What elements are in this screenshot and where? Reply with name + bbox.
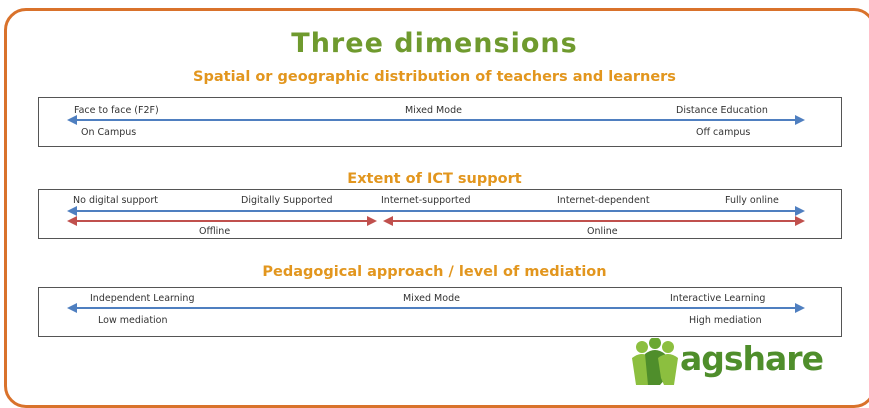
label-on-campus: On Campus bbox=[81, 127, 137, 138]
label-mixed-mode: Mixed Mode bbox=[405, 105, 462, 116]
people-group-logo-icon bbox=[632, 338, 678, 385]
label-independent-learning: Independent Learning bbox=[90, 293, 195, 304]
label-fully-online: Fully online bbox=[725, 195, 779, 206]
label-interactive-learning: Interactive Learning bbox=[670, 293, 766, 304]
label-offline: Offline bbox=[199, 226, 231, 237]
label-mixed-mode-pedagogy: Mixed Mode bbox=[403, 293, 460, 304]
section-heading-ict: Extent of ICT support bbox=[347, 171, 522, 187]
ict-offline-arrow bbox=[67, 216, 377, 226]
section-heading-spatial: Spatial or geographic distribution of te… bbox=[193, 69, 676, 85]
logo-wordmark: agshare bbox=[680, 339, 824, 378]
ict-online-arrow bbox=[383, 216, 805, 226]
pedagogical-panel: Independent Learning Mixed Mode Interact… bbox=[38, 287, 842, 337]
section-heading-pedagogical: Pedagogical approach / level of mediatio… bbox=[262, 264, 607, 280]
label-no-digital-support: No digital support bbox=[73, 195, 158, 206]
label-high-mediation: High mediation bbox=[689, 315, 762, 326]
ict-arrows bbox=[67, 206, 805, 226]
label-distance-education: Distance Education bbox=[676, 105, 768, 116]
label-face-to-face: Face to face (F2F) bbox=[74, 105, 159, 116]
ict-panel: No digital support Digitally Supported I… bbox=[38, 189, 842, 239]
label-digitally-supported: Digitally Supported bbox=[241, 195, 333, 206]
label-internet-dependent: Internet-dependent bbox=[557, 195, 650, 206]
spatial-panel: Face to face (F2F) Mixed Mode Distance E… bbox=[38, 97, 842, 147]
label-low-mediation: Low mediation bbox=[98, 315, 168, 326]
ict-blue-double-arrow bbox=[67, 206, 805, 216]
spatial-double-arrow bbox=[67, 115, 805, 125]
label-online: Online bbox=[587, 226, 618, 237]
label-internet-supported: Internet-supported bbox=[381, 195, 471, 206]
slide-title: Three dimensions bbox=[291, 28, 578, 59]
label-off-campus: Off campus bbox=[696, 127, 751, 138]
pedagogical-double-arrow bbox=[67, 303, 805, 313]
